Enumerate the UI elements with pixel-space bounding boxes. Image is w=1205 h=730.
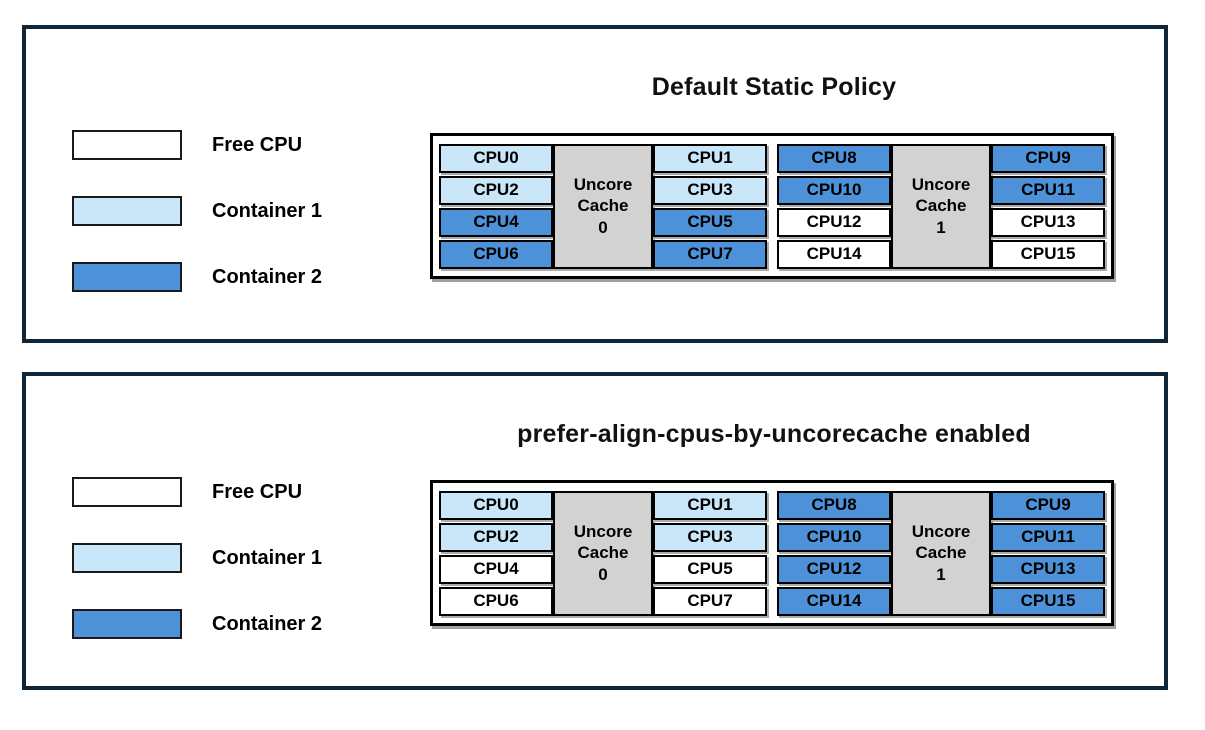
cell-cpu11: CPU11 [991,175,1105,205]
cell-cpu15: CPU15 [991,239,1105,269]
legend: Free CPU Container 1 Container 2 [72,477,322,639]
legend-swatch-free-cpu [72,130,182,160]
cell-cpu5: CPU5 [653,554,767,584]
panel-default-static-policy: Default Static Policy Free CPU Container … [22,25,1168,343]
legend-label-container-2: Container 2 [212,612,323,635]
cell-cpu12: CPU12 [777,207,891,237]
legend-swatch-container-2 [72,609,182,639]
cell-cpu9: CPU9 [991,490,1105,520]
panel-title: prefer-align-cpus-by-uncorecache enabled [517,420,1031,448]
cell-cpu13: CPU13 [991,207,1105,237]
legend-item-container-2: Container 2 [72,609,322,639]
cell-cpu1: CPU1 [653,490,767,520]
legend-item-free-cpu: Free CPU [72,477,322,507]
cell-cpu10: CPU10 [777,175,891,205]
cache-label-line: 0 [598,564,608,584]
cache-label-line: Cache [577,196,629,216]
cell-cpu4: CPU4 [439,554,553,584]
panel-prefer-align-cpus-by-uncorecache: prefer-align-cpus-by-uncorecache enabled… [22,372,1168,690]
cell-cpu0: CPU0 [439,143,553,173]
cell-cpu12: CPU12 [777,554,891,584]
legend-label-free-cpu: Free CPU [212,480,303,503]
legend-label-container-2: Container 2 [212,265,323,288]
cell-cpu11: CPU11 [991,522,1105,552]
cell-cpu13: CPU13 [991,554,1105,584]
legend: Free CPU Container 1 Container 2 [72,130,322,292]
cell-cpu3: CPU3 [653,175,767,205]
cell-cpu9: CPU9 [991,143,1105,173]
cache-label-line: Uncore [911,175,971,195]
cell-cpu3: CPU3 [653,522,767,552]
cell-cpu1: CPU1 [653,143,767,173]
cell-cpu7: CPU7 [653,586,767,616]
legend-item-container-1: Container 1 [72,196,322,226]
cell-cpu2: CPU2 [439,522,553,552]
legend-label-free-cpu: Free CPU [212,133,303,156]
cell-cpu8: CPU8 [777,143,891,173]
legend-swatch-container-1 [72,196,182,226]
legend-label-container-1: Container 1 [212,546,323,569]
cache-label-line: Uncore [911,522,971,542]
cache-label-line: Cache [915,543,967,563]
legend-label-container-1: Container 1 [212,199,323,222]
cache-label-line: Cache [577,543,629,563]
cell-cpu0: CPU0 [439,490,553,520]
cache-label-line: Uncore [573,522,633,542]
cell-cpu14: CPU14 [777,239,891,269]
legend-swatch-container-1 [72,543,182,573]
legend-swatch-container-2 [72,262,182,292]
cell-cpu2: CPU2 [439,175,553,205]
legend-swatch-free-cpu [72,477,182,507]
cache-label-line: Cache [915,196,967,216]
cache-label-line: 0 [598,217,608,237]
cell-cpu7: CPU7 [653,239,767,269]
cell-cpu6: CPU6 [439,239,553,269]
cell-cpu5: CPU5 [653,207,767,237]
cell-cpu8: CPU8 [777,490,891,520]
legend-item-container-2: Container 2 [72,262,322,292]
cell-cpu15: CPU15 [991,586,1105,616]
cell-cpu10: CPU10 [777,522,891,552]
cache-label-line: 1 [936,564,946,584]
cell-cpu14: CPU14 [777,586,891,616]
cell-cpu6: CPU6 [439,586,553,616]
cache-label-line: Uncore [573,175,633,195]
cell-cpu4: CPU4 [439,207,553,237]
panel-title: Default Static Policy [651,73,897,101]
cache-label-line: 1 [936,217,946,237]
legend-item-container-1: Container 1 [72,543,322,573]
legend-item-free-cpu: Free CPU [72,130,322,160]
